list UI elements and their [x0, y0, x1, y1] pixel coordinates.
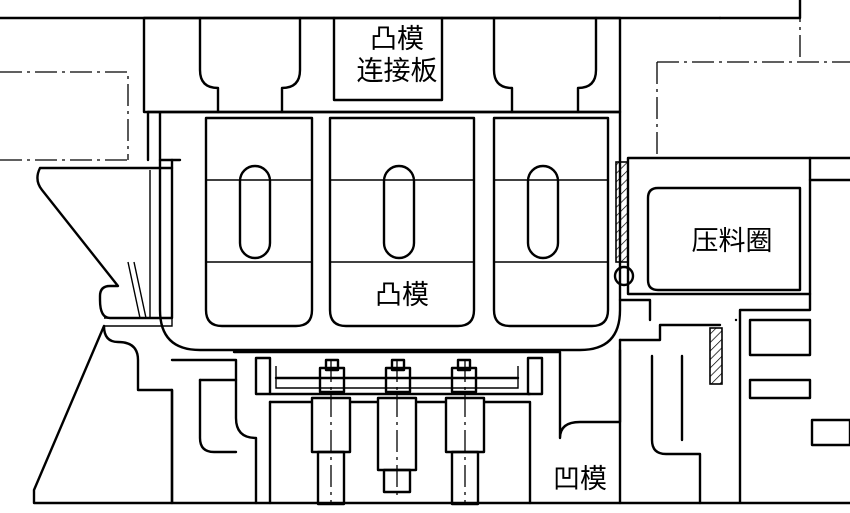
lower-die-body — [170, 323, 850, 505]
punch-body — [146, 110, 622, 352]
left-wedge-block — [32, 158, 174, 505]
label-blank-holder: 压料圈 — [692, 226, 773, 257]
label-die: 凹模 — [553, 464, 607, 495]
label-punch: 凸模 — [375, 280, 429, 311]
labels: 凸模 连接板 压料圈 凸模 凹模 — [357, 24, 773, 495]
label-punch-connecting-plate-line2: 连接板 — [357, 56, 438, 87]
label-punch-connecting-plate-line1: 凸模 — [370, 24, 424, 55]
blank-holder — [613, 156, 850, 504]
ejector-bolts — [254, 356, 544, 506]
